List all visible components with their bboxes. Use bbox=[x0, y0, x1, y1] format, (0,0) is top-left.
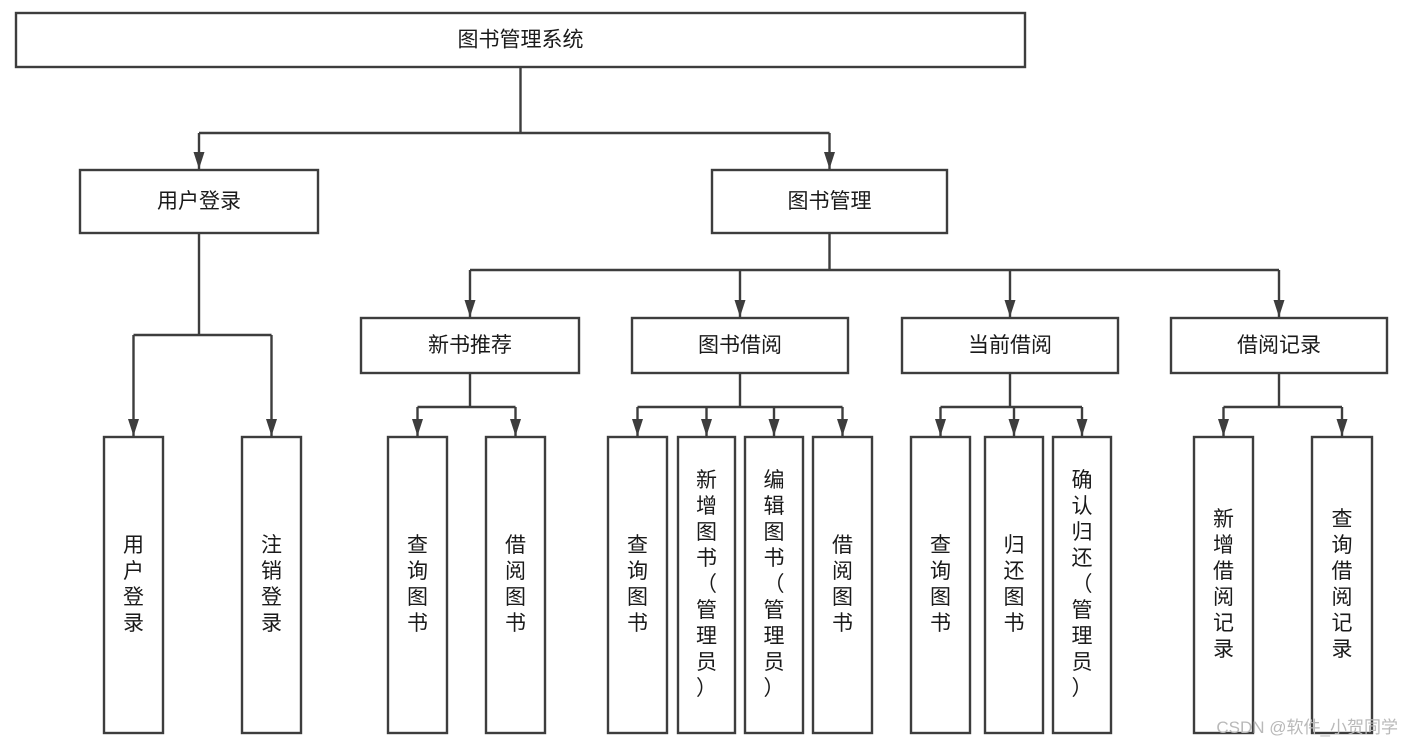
node-box-current-borrow bbox=[900, 316, 1120, 375]
node-box-leaf-borrow-book-2 bbox=[811, 435, 874, 735]
node-box-leaf-user-logout bbox=[240, 435, 303, 735]
node-box-leaf-add-record bbox=[1192, 435, 1255, 735]
node-box-leaf-query-record bbox=[1310, 435, 1374, 735]
node-label-current-borrow: 当前借阅 bbox=[968, 334, 1052, 357]
node-box-leaf-query-book-1 bbox=[386, 435, 449, 735]
node-leaf-query-book-2[interactable]: 查询图书 bbox=[606, 435, 669, 735]
node-label-user-login: 用户登录 bbox=[157, 190, 241, 213]
arrow-head-icon bbox=[266, 419, 277, 436]
node-box-root bbox=[14, 11, 1027, 69]
arrow-head-icon bbox=[510, 419, 521, 436]
node-leaf-query-record[interactable]: 查询借阅记录 bbox=[1310, 435, 1374, 735]
node-label-root: 图书管理系统 bbox=[458, 29, 584, 52]
node-book-borrow[interactable]: 图书借阅 bbox=[630, 316, 850, 375]
node-box-leaf-borrow-book-1 bbox=[484, 435, 547, 735]
node-user-login[interactable]: 用户登录 bbox=[78, 168, 320, 235]
arrow-head-icon bbox=[1004, 300, 1016, 317]
connector-layer bbox=[128, 67, 1348, 436]
arrow-head-icon bbox=[632, 419, 643, 436]
node-leaf-return-book[interactable]: 归还图书 bbox=[983, 435, 1045, 735]
node-label-leaf-query-book-3: 查询图书 bbox=[930, 534, 951, 635]
arrow-head-icon bbox=[768, 419, 780, 436]
node-box-user-login bbox=[78, 168, 320, 235]
arrow-head-icon bbox=[412, 419, 423, 436]
node-leaf-add-book[interactable]: 新增图书（管理员） bbox=[676, 435, 737, 735]
node-borrow-record[interactable]: 借阅记录 bbox=[1169, 316, 1389, 375]
node-leaf-query-book-1[interactable]: 查询图书 bbox=[386, 435, 449, 735]
node-label-leaf-query-book-2: 查询图书 bbox=[627, 534, 648, 635]
node-box-new-book-recommend bbox=[359, 316, 581, 375]
node-leaf-confirm-return[interactable]: 确认归还（管理员） bbox=[1051, 435, 1113, 735]
node-box-leaf-query-book-2 bbox=[606, 435, 669, 735]
node-label-borrow-record: 借阅记录 bbox=[1237, 334, 1321, 357]
node-label-leaf-user-login: 用户登录 bbox=[123, 534, 144, 635]
node-box-leaf-edit-book bbox=[743, 435, 805, 735]
node-box-leaf-query-book-3 bbox=[909, 435, 972, 735]
arrow-head-icon bbox=[734, 300, 746, 317]
node-label-book-management: 图书管理 bbox=[788, 190, 872, 213]
node-label-leaf-edit-book: 编辑图书（管理员） bbox=[764, 469, 785, 700]
node-label-leaf-query-record: 查询借阅记录 bbox=[1332, 508, 1353, 661]
node-label-leaf-user-logout: 注销登录 bbox=[261, 534, 282, 635]
node-box-leaf-return-book bbox=[983, 435, 1045, 735]
arrow-head-icon bbox=[1076, 419, 1088, 436]
node-root[interactable]: 图书管理系统 bbox=[14, 11, 1027, 69]
node-label-leaf-return-book: 归还图书 bbox=[1004, 534, 1025, 635]
node-book-management[interactable]: 图书管理 bbox=[710, 168, 949, 235]
node-label-leaf-borrow-book-1: 借阅图书 bbox=[505, 534, 526, 635]
arrow-head-icon bbox=[824, 152, 835, 169]
arrow-head-icon bbox=[837, 419, 848, 436]
node-box-borrow-record bbox=[1169, 316, 1389, 375]
node-leaf-add-record[interactable]: 新增借阅记录 bbox=[1192, 435, 1255, 735]
arrow-head-icon bbox=[1336, 419, 1348, 436]
arrow-head-icon bbox=[464, 300, 476, 317]
node-leaf-user-logout[interactable]: 注销登录 bbox=[240, 435, 303, 735]
node-label-new-book-recommend: 新书推荐 bbox=[428, 334, 512, 357]
node-current-borrow[interactable]: 当前借阅 bbox=[900, 316, 1120, 375]
arrow-head-icon bbox=[935, 419, 946, 436]
node-new-book-recommend[interactable]: 新书推荐 bbox=[359, 316, 581, 375]
node-leaf-borrow-book-2[interactable]: 借阅图书 bbox=[811, 435, 874, 735]
node-label-leaf-add-record: 新增借阅记录 bbox=[1213, 508, 1234, 661]
node-leaf-user-login[interactable]: 用户登录 bbox=[102, 435, 165, 735]
node-box-leaf-confirm-return bbox=[1051, 435, 1113, 735]
node-label-leaf-confirm-return: 确认归还（管理员） bbox=[1072, 469, 1093, 700]
arrow-head-icon bbox=[128, 419, 139, 436]
arrow-head-icon bbox=[1218, 419, 1229, 436]
node-box-leaf-user-login bbox=[102, 435, 165, 735]
arrow-head-icon bbox=[1008, 419, 1020, 436]
node-label-leaf-query-book-1: 查询图书 bbox=[407, 534, 428, 635]
node-leaf-edit-book[interactable]: 编辑图书（管理员） bbox=[743, 435, 805, 735]
csdn-watermark: CSDN @软件_小贺同学 bbox=[1216, 718, 1398, 737]
node-leaf-query-book-3[interactable]: 查询图书 bbox=[909, 435, 972, 735]
node-label-leaf-borrow-book-2: 借阅图书 bbox=[832, 534, 853, 635]
node-layer: 用户登录图书管理新书推荐图书借阅当前借阅借阅记录图书管理系统用户登录注销登录查询… bbox=[14, 11, 1389, 735]
node-label-leaf-add-book: 新增图书（管理员） bbox=[696, 469, 717, 700]
node-leaf-borrow-book-1[interactable]: 借阅图书 bbox=[484, 435, 547, 735]
arrow-head-icon bbox=[193, 152, 205, 169]
node-box-book-borrow bbox=[630, 316, 850, 375]
node-label-book-borrow: 图书借阅 bbox=[698, 334, 782, 357]
arrow-head-icon bbox=[1273, 300, 1285, 317]
node-box-book-management bbox=[710, 168, 949, 235]
arrow-head-icon bbox=[701, 419, 712, 436]
node-box-leaf-add-book bbox=[676, 435, 737, 735]
